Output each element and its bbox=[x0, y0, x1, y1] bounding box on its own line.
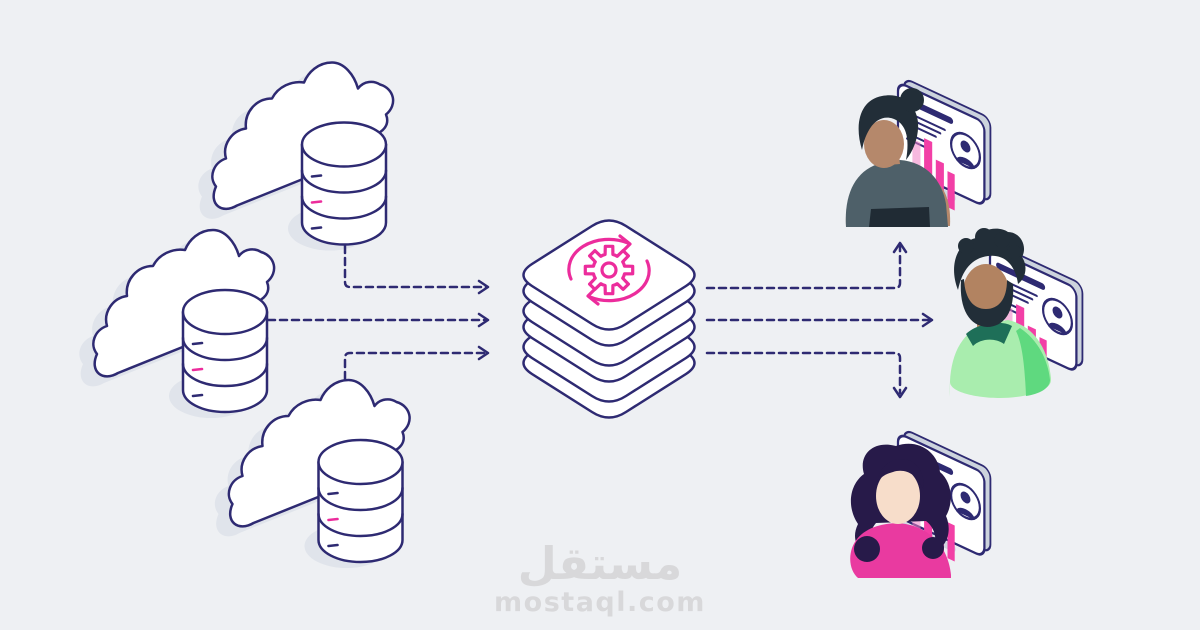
mostaql-domain-text: mostaql.com bbox=[494, 587, 706, 618]
arrow-source-bottom-to-processor bbox=[343, 345, 490, 381]
mostaql-logo: مستقل bbox=[517, 537, 683, 590]
arrowhead-right-icon bbox=[477, 312, 490, 328]
arrow-processor-to-consumer-bottom bbox=[705, 351, 908, 399]
consumer-group-top bbox=[845, 75, 991, 231]
arrowhead-right-icon bbox=[477, 345, 490, 361]
arrowhead-up-icon bbox=[892, 241, 908, 254]
arrow-source-top-to-processor bbox=[343, 244, 490, 295]
source-group-middle bbox=[78, 228, 276, 420]
consumer-group-middle bbox=[949, 228, 1083, 398]
watermark: مستقل mostaql.com bbox=[0, 541, 1200, 618]
arrowhead-right-icon bbox=[921, 312, 934, 328]
arrowhead-down-icon bbox=[892, 386, 908, 399]
consumer-group-bottom bbox=[850, 426, 990, 582]
avatar-man-beard bbox=[949, 228, 1051, 398]
gear-icon bbox=[583, 244, 635, 296]
avatar-woman-bun bbox=[845, 88, 951, 227]
flow-arrows bbox=[266, 241, 934, 399]
arrowhead-right-icon bbox=[477, 279, 490, 295]
processor-stack bbox=[522, 219, 696, 419]
arrow-processor-to-consumer-middle bbox=[705, 312, 934, 328]
avatar-woman-long-hair bbox=[850, 443, 951, 578]
arrow-processor-to-consumer-top bbox=[705, 241, 908, 290]
arrow-source-middle-to-processor bbox=[266, 312, 490, 328]
source-group-top bbox=[197, 61, 395, 252]
